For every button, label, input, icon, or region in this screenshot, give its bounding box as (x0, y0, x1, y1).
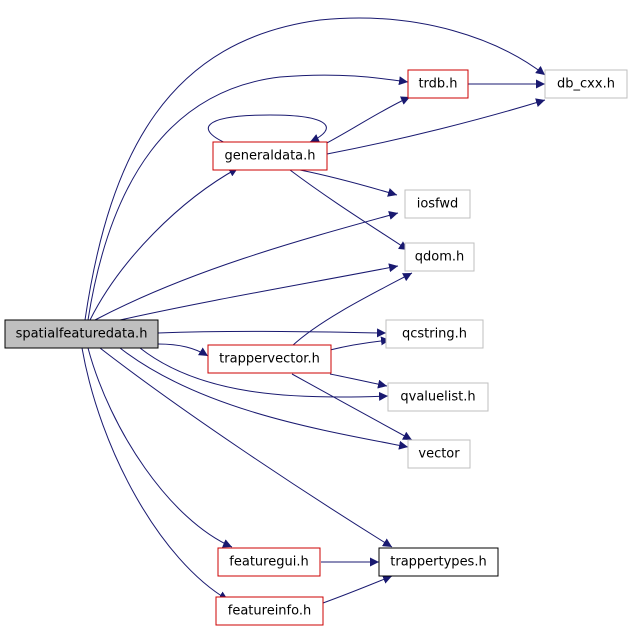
node-vector-label: vector (418, 447, 460, 462)
node-trappertypes[interactable]: trappertypes.h (378, 547, 499, 577)
edge-trappervector-qcstring (329, 336, 391, 351)
node-qcstring-label: qcstring.h (402, 327, 467, 342)
node-db_cxx-label: db_cxx.h (557, 77, 615, 92)
edge-generaldata-iosfwd (299, 169, 398, 197)
edges (81, 17, 546, 604)
node-trappervector[interactable]: trappervector.h (207, 344, 332, 374)
edge-trappervector-qdom (291, 272, 413, 347)
node-qcstring-box (385, 319, 484, 349)
node-qdom[interactable]: qdom.h (404, 242, 475, 272)
edge-generaldata-trdb (324, 96, 411, 145)
node-trdb[interactable]: trdb.h (407, 69, 469, 99)
node-trappertypes-label: trappertypes.h (390, 555, 486, 570)
edge-spatialfeaturedata-featuregui (87, 347, 233, 548)
node-featuregui[interactable]: featuregui.h (217, 547, 321, 577)
node-trappertypes-box (378, 547, 499, 577)
edge-trappervector-qvaluelist (329, 373, 388, 389)
node-iosfwd-box (404, 189, 471, 219)
node-featureinfo[interactable]: featureinfo.h (215, 596, 324, 626)
node-qvaluelist[interactable]: qvaluelist.h (387, 382, 489, 412)
node-featuregui-label: featuregui.h (229, 555, 308, 570)
edge-spatialfeaturedata-featureinfo (81, 347, 229, 601)
node-generaldata-box (212, 141, 328, 171)
node-qvaluelist-box (387, 382, 489, 412)
edge-spatialfeaturedata-qcstring (157, 328, 387, 338)
edge-spatialfeaturedata-qvaluelist (139, 347, 389, 401)
node-qcstring[interactable]: qcstring.h (385, 319, 484, 349)
node-generaldata-label: generaldata.h (224, 149, 315, 164)
edge-featureinfo-trappertypes (322, 575, 393, 604)
node-vector-box (407, 439, 471, 469)
node-qvaluelist-label: qvaluelist.h (400, 390, 475, 405)
node-spatialfeaturedata-box (4, 319, 159, 349)
edge-spatialfeaturedata-qdom (119, 263, 399, 321)
node-trdb-box (407, 69, 469, 99)
node-spatialfeaturedata[interactable]: spatialfeaturedata.h (4, 319, 159, 349)
node-featureinfo-box (215, 596, 324, 626)
edge-spatialfeaturedata-generaldata (89, 167, 239, 321)
node-iosfwd-label: iosfwd (417, 197, 459, 212)
node-db_cxx-box (544, 69, 628, 99)
node-iosfwd[interactable]: iosfwd (404, 189, 471, 219)
edge-spatialfeaturedata-trdb (87, 74, 409, 321)
node-generaldata[interactable]: generaldata.h (212, 141, 328, 171)
edge-generaldata-qdom (289, 169, 409, 251)
node-featureinfo-label: featureinfo.h (228, 604, 311, 619)
node-qdom-label: qdom.h (415, 250, 465, 265)
node-trdb-label: trdb.h (418, 77, 457, 92)
node-qdom-box (404, 242, 475, 272)
edge-spatialfeaturedata-vector (119, 347, 409, 450)
edge-trappervector-vector (291, 373, 413, 441)
node-spatialfeaturedata-label: spatialfeaturedata.h (16, 327, 148, 342)
edge-spatialfeaturedata-trappertypes (99, 347, 393, 548)
nodes: spatialfeaturedata.h db_cxx.h trdb.h gen… (4, 69, 628, 626)
node-featuregui-box (217, 547, 321, 577)
node-trappervector-box (207, 344, 332, 374)
node-trappervector-label: trappervector.h (219, 352, 320, 367)
node-vector[interactable]: vector (407, 439, 471, 469)
edge-generaldata-db_cxx (326, 98, 546, 155)
edge-spatialfeaturedata-trappervector (157, 343, 209, 357)
edge-generaldata-self (207, 114, 327, 145)
edge-spatialfeaturedata-db_cxx (84, 17, 546, 321)
edge-spatialfeaturedata-iosfwd (94, 211, 399, 321)
node-db_cxx[interactable]: db_cxx.h (544, 69, 628, 99)
